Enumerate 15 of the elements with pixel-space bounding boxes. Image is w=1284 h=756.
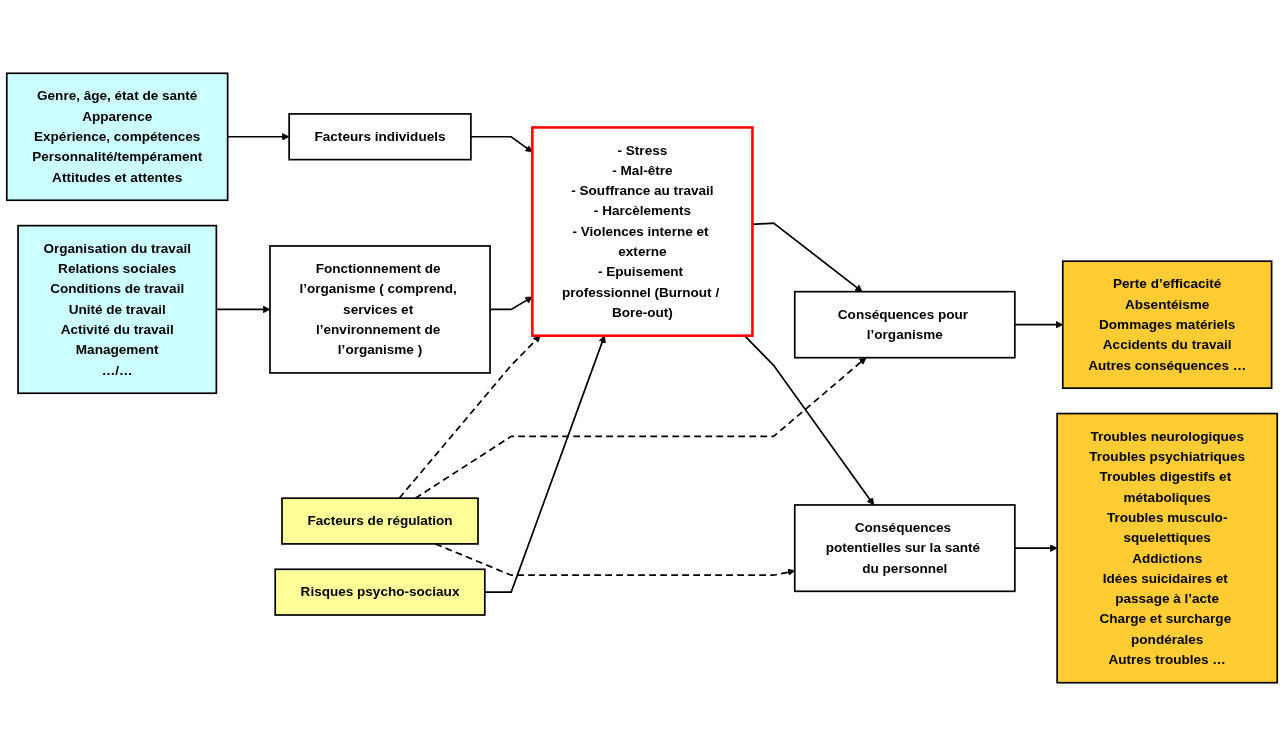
- node-box: Risques psycho-sociaux: [274, 568, 486, 616]
- node-box: Facteurs individuels: [288, 113, 472, 161]
- node-box: Fonctionnement de l’organisme ( comprend, services et l’environnement de l’organisme ): [269, 245, 491, 374]
- node-box: Conséquences pour l’organisme: [793, 290, 1016, 359]
- node-box: Perte d’efficacité Absentéisme Dommages matériels Accidents du travail Autres conséquences …: [1061, 260, 1273, 389]
- node-box: Troubles neurologiques Troubles psychiatriques Troubles digestifs et métaboliques Troubles musculo-squelettiques Addictions Idées suicidaires et passage à l’acte Charge et surcharge pondérales Autres troubles …: [1056, 412, 1279, 684]
- arrow: [398, 335, 541, 500]
- node-box: Genre, âge, état de santé Apparence Expérience, compétences Personnalité/tempérament Attitudes et attentes: [5, 72, 229, 202]
- node-box: - Stress - Mal-être - Souffrance au travail - Harcèlements - Violences interne et externe - Epuisement professionnel (Burnout / Bore-out): [531, 126, 754, 337]
- node-box: Organisation du travail Relations sociales Conditions de travail Unité de travail Activité du travail Management …/…: [17, 224, 218, 395]
- arrow: [470, 135, 533, 153]
- arrow: [1014, 544, 1058, 552]
- node-box: Conséquences potentielles sur la santé du personnel: [793, 504, 1016, 593]
- arrow: [414, 357, 867, 500]
- node-box: Facteurs de régulation: [281, 497, 479, 545]
